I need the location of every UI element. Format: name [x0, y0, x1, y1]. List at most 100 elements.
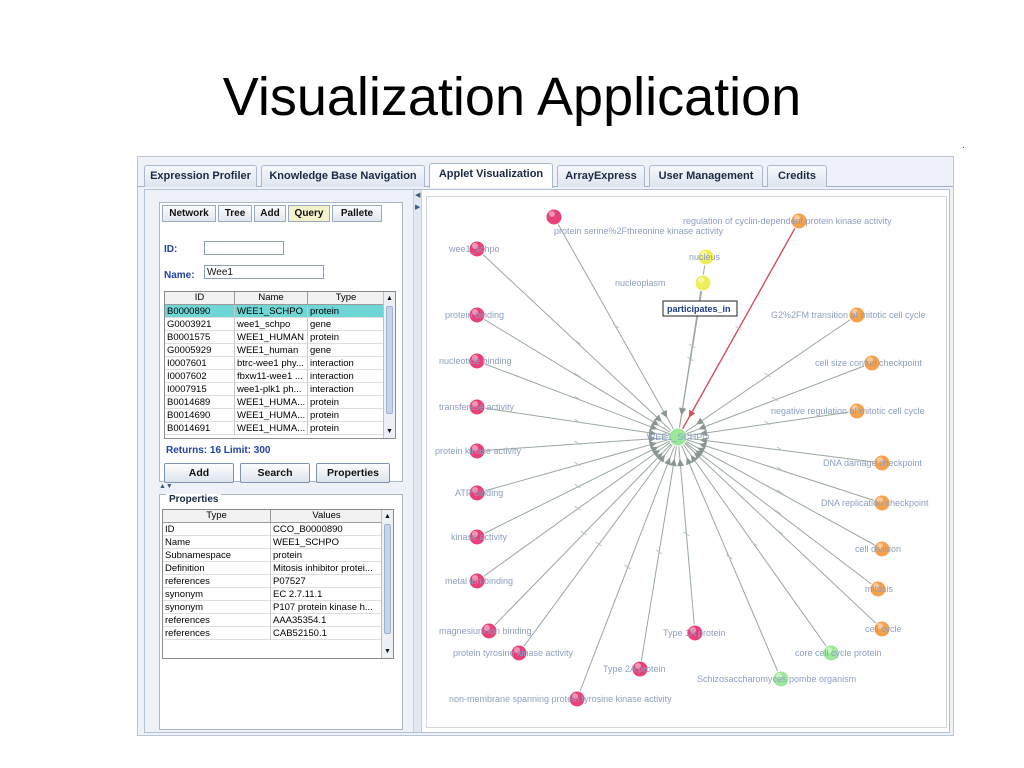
node-circle[interactable]	[468, 240, 486, 258]
collapse-left-icon[interactable]: ◀	[415, 192, 421, 199]
graph-edge[interactable]	[476, 436, 679, 494]
subtab-network[interactable]: Network	[162, 205, 216, 222]
graph-edge[interactable]	[677, 436, 832, 654]
graph-edge[interactable]	[677, 436, 879, 590]
graph-edge[interactable]	[476, 360, 679, 438]
node-circle[interactable]	[468, 572, 486, 590]
node-circle[interactable]	[468, 484, 486, 502]
node-circle[interactable]	[863, 354, 881, 372]
graph-edge[interactable]	[476, 406, 679, 438]
node-circle[interactable]	[869, 580, 887, 598]
graph-node[interactable]: mitosis	[865, 580, 894, 598]
graph-node[interactable]: G2%2FM transition of mitotic cell cycle	[771, 306, 926, 324]
graph-edge[interactable]	[677, 362, 873, 438]
graph-node[interactable]: nucleotide binding	[439, 352, 512, 370]
node-circle[interactable]	[873, 540, 891, 558]
graph-node[interactable]: regulation of cyclin-dependent protein k…	[683, 212, 892, 230]
graph-edge[interactable]	[677, 436, 883, 464]
graph-node[interactable]: protein binding	[445, 306, 504, 324]
graph-node[interactable]: nucleoplasm	[615, 274, 712, 292]
tab-credits[interactable]: Credits	[767, 165, 827, 187]
graph-center-node[interactable]: WEE1_SCHPO	[647, 427, 710, 447]
graph-edge[interactable]	[677, 436, 883, 550]
graph-edge[interactable]	[476, 314, 679, 438]
graph-node[interactable]: Type 2A protein	[603, 660, 666, 678]
graph-edge[interactable]	[488, 436, 679, 632]
graph-node[interactable]: transferase activity	[439, 398, 515, 416]
subtab-pallete[interactable]: Pallete	[332, 205, 382, 222]
properties-scroll-thumb[interactable]	[384, 524, 391, 634]
graph-edge[interactable]	[576, 436, 679, 700]
results-column-header[interactable]: Name	[235, 292, 308, 305]
subtab-tree[interactable]: Tree	[218, 205, 252, 222]
node-circle[interactable]	[772, 670, 790, 688]
graph-edge[interactable]	[553, 216, 679, 438]
tab-user-management[interactable]: User Management	[649, 165, 763, 187]
scroll-down-icon[interactable]: ▼	[386, 428, 393, 435]
name-input[interactable]	[204, 265, 324, 279]
graph-edge[interactable]	[639, 436, 679, 670]
node-circle[interactable]	[848, 306, 866, 324]
graph-edge[interactable]	[476, 436, 679, 582]
graph-node[interactable]: protein kinase activity	[435, 442, 522, 460]
subtab-query[interactable]: Query	[288, 205, 330, 222]
node-circle[interactable]	[510, 644, 528, 662]
tab-arrayexpress[interactable]: ArrayExpress	[557, 165, 645, 187]
graph-node[interactable]: non-membrane spanning protein tyrosine k…	[449, 690, 672, 708]
add-button[interactable]: Add	[164, 463, 234, 483]
node-circle[interactable]	[468, 528, 486, 546]
tab-applet-visualization[interactable]: Applet Visualization	[429, 163, 553, 188]
graph-edge[interactable]	[476, 436, 679, 538]
node-circle[interactable]	[468, 442, 486, 460]
graph-edge[interactable]	[677, 314, 858, 438]
graph-edge[interactable]	[677, 436, 782, 680]
node-circle[interactable]	[631, 660, 649, 678]
node-circle[interactable]	[697, 248, 715, 266]
scroll-down-icon[interactable]: ▼	[384, 648, 391, 655]
node-circle[interactable]	[468, 398, 486, 416]
tab-expression-profiler[interactable]: Expression Profiler	[144, 165, 257, 187]
graph-edge[interactable]	[476, 436, 679, 452]
results-scroll-thumb[interactable]	[386, 306, 393, 414]
expand-right-icon[interactable]: ▶	[415, 204, 421, 211]
search-button[interactable]: Search	[240, 463, 310, 483]
node-circle[interactable]	[568, 690, 586, 708]
node-circle[interactable]	[790, 212, 808, 230]
results-scrollbar[interactable]: ▲ ▼	[383, 292, 395, 438]
graph-node[interactable]: wee1_schpo	[448, 240, 500, 258]
results-column-header[interactable]: Type	[308, 292, 385, 305]
node-circle[interactable]	[873, 620, 891, 638]
graph-node[interactable]: magnesium ion binding	[439, 622, 532, 640]
graph-edge[interactable]	[677, 436, 696, 634]
node-circle[interactable]	[822, 644, 840, 662]
node-circle[interactable]	[545, 208, 563, 226]
graph-node[interactable]: cell division	[855, 540, 901, 558]
results-column-header[interactable]: ID	[165, 292, 235, 305]
panel-splitter[interactable]: ◀ ▶	[413, 190, 422, 732]
center-node-circle[interactable]	[668, 427, 688, 447]
node-circle[interactable]	[468, 352, 486, 370]
properties-column-header[interactable]: Type	[163, 510, 271, 523]
panel-resize-icon[interactable]: ▲▼	[159, 483, 173, 490]
graph-edge[interactable]	[677, 436, 883, 504]
graph-node[interactable]: nucleus	[689, 248, 721, 266]
graph-node[interactable]: DNA replication checkpoint	[821, 494, 929, 512]
graph-node[interactable]: negative regulation of mitotic cell cycl…	[771, 402, 925, 420]
graph-canvas[interactable]: protein serine%2Fthreonine kinase activi…	[427, 197, 947, 728]
tab-knowledge-base-navigation[interactable]: Knowledge Base Navigation	[261, 165, 425, 187]
subtab-add[interactable]: Add	[254, 205, 286, 222]
network-graph[interactable]: protein serine%2Fthreonine kinase activi…	[426, 196, 947, 728]
